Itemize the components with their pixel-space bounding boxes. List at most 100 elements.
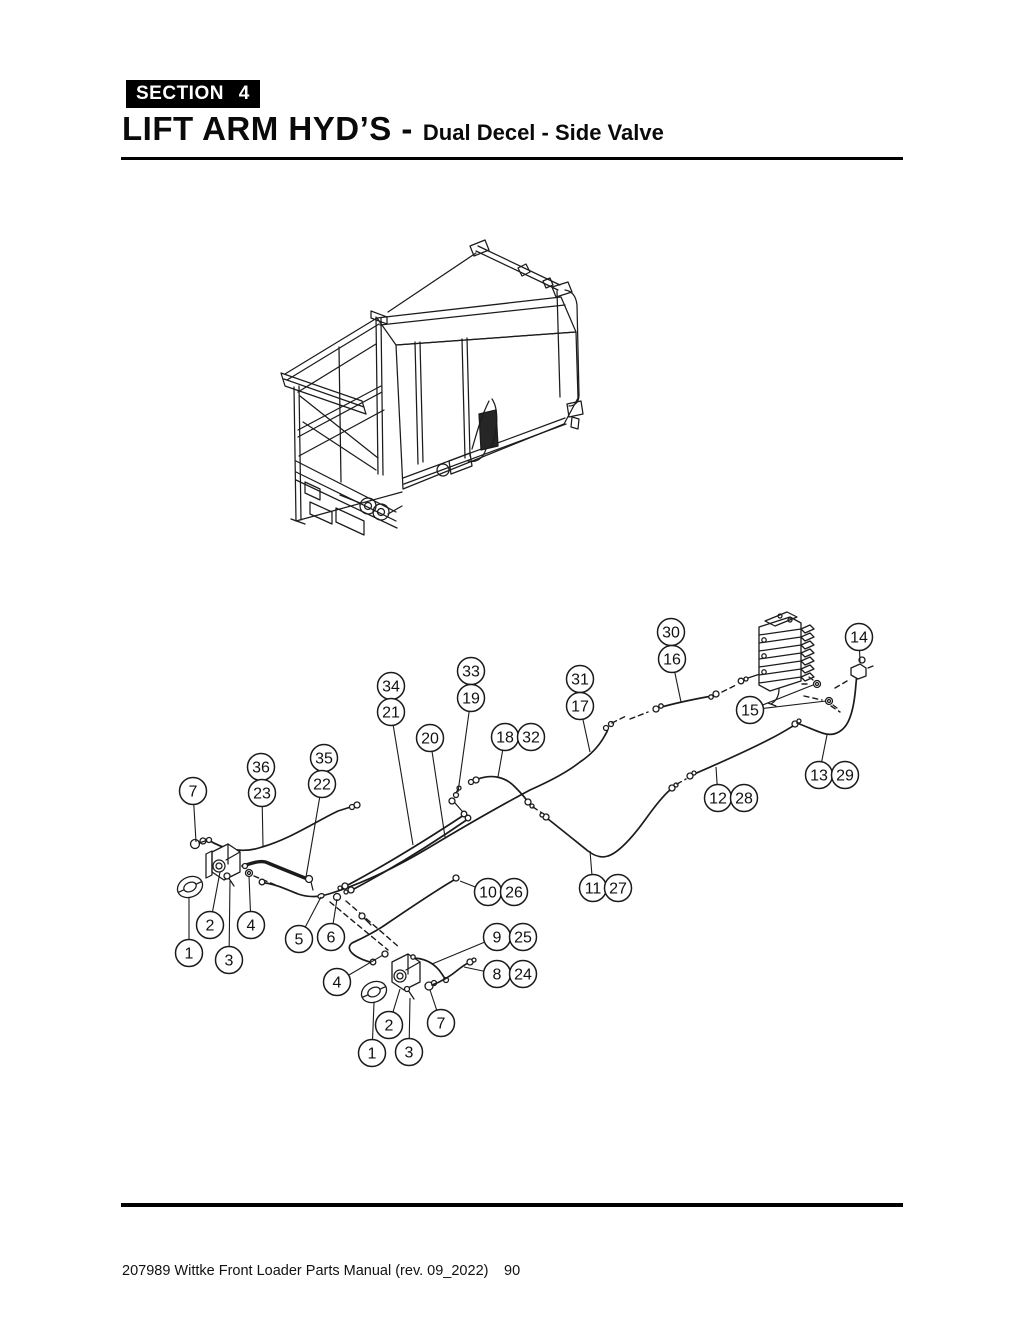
stud-4-left <box>244 868 254 878</box>
callout-6: 6 <box>316 922 346 952</box>
callout-16: 16 <box>657 644 687 674</box>
callout-32: 32 <box>516 722 546 752</box>
callout-bubble <box>657 644 687 674</box>
callout-number: 25 <box>514 930 532 947</box>
tube-13-29 <box>796 675 858 736</box>
callout-number: 14 <box>850 630 868 647</box>
page-number: 90 <box>504 1263 521 1279</box>
tube-10-26 <box>348 879 455 963</box>
callout-5: 5 <box>284 924 314 954</box>
callout-number: 8 <box>493 967 502 984</box>
callout-34: 34 <box>376 671 406 701</box>
callout-bubble <box>603 873 633 903</box>
callout-number: 12 <box>709 791 727 808</box>
callout-3: 3 <box>394 1037 424 1067</box>
callout-28: 28 <box>729 783 759 813</box>
callout-15: 15 <box>735 695 765 725</box>
header-rule <box>121 157 903 160</box>
callout-26: 26 <box>499 877 529 907</box>
callout-21-leader <box>390 711 414 846</box>
hose-9-25 <box>411 957 446 980</box>
callout-bubble <box>508 959 538 989</box>
callout-number: 1 <box>368 1046 377 1063</box>
callout-number: 22 <box>313 777 331 794</box>
tubes-20-21 <box>337 810 472 895</box>
callout-number: 31 <box>571 672 589 689</box>
footer-text: 207989 Wittke Front Loader Parts Manual … <box>122 1263 489 1279</box>
callout-bubble <box>499 877 529 907</box>
callout-number: 26 <box>505 885 523 902</box>
callout-12: 12 <box>703 783 733 813</box>
callout-24: 24 <box>508 959 538 989</box>
callout-17: 17 <box>565 691 595 721</box>
callout-bubble <box>284 924 314 954</box>
callout-number: 13 <box>810 768 828 785</box>
callout-number: 4 <box>247 918 256 935</box>
callout-bubble <box>357 1038 387 1068</box>
callout-23: 23 <box>247 778 277 808</box>
callout-number: 4 <box>333 975 342 992</box>
callout-4: 4 <box>236 910 266 940</box>
callout-bubble <box>307 769 337 799</box>
callout-bubble <box>214 945 244 975</box>
callout-1: 1 <box>174 938 204 968</box>
elbow-19 <box>448 785 463 812</box>
callout-22: 22 <box>307 769 337 799</box>
stud-4-bottom <box>381 950 389 958</box>
callout-bubble <box>374 1010 404 1040</box>
side-valve-housing <box>478 409 499 451</box>
callout-number: 7 <box>189 784 198 801</box>
callout-number: 1 <box>185 946 194 963</box>
ferrule-5 <box>317 893 325 899</box>
callout-bubble <box>830 760 860 790</box>
callout-number: 17 <box>571 699 589 716</box>
bolt-3-bottom <box>407 989 415 1000</box>
callout-19-leader <box>457 697 472 793</box>
callout-36: 36 <box>246 752 276 782</box>
callout-number: 2 <box>206 918 215 935</box>
fittings-15 <box>801 676 848 713</box>
hose-23 <box>206 804 358 852</box>
manifold-block-left <box>205 843 241 881</box>
callout-7: 7 <box>426 1008 456 1038</box>
callout-number: 3 <box>405 1045 414 1062</box>
callout-number: 27 <box>609 881 627 898</box>
callout-7: 7 <box>178 776 208 806</box>
callout-number: 11 <box>585 881 602 898</box>
callout-number: 6 <box>327 930 336 947</box>
callout-number: 3 <box>225 953 234 970</box>
callout-number: 19 <box>462 691 480 708</box>
callout-number: 23 <box>253 786 271 803</box>
callout-27: 27 <box>603 873 633 903</box>
callout-bubble <box>426 1008 456 1038</box>
callout-9: 9 <box>482 922 512 952</box>
callout-number: 2 <box>385 1018 394 1035</box>
callout-11: 11 <box>578 873 608 903</box>
callout-13: 13 <box>804 760 834 790</box>
callout-20-leader <box>429 737 446 838</box>
tube-11-27 <box>547 789 671 858</box>
callout-10: 10 <box>473 877 503 907</box>
callout-bubble <box>195 910 225 940</box>
callout-bubble <box>316 922 346 952</box>
callout-33: 33 <box>456 656 486 686</box>
callout-number: 29 <box>836 768 854 785</box>
callout-14: 14 <box>844 622 874 652</box>
callout-number: 32 <box>522 730 540 747</box>
page-title: LIFT ARM HYD’S - Dual Decel - Side Valve <box>122 110 664 148</box>
callout-number: 34 <box>382 679 400 696</box>
callout-number: 18 <box>496 730 514 747</box>
footer-rule <box>121 1203 903 1207</box>
elbow-fitting-14 <box>850 656 874 680</box>
callout-25: 25 <box>508 922 538 952</box>
elbow-fitting-7-left <box>189 837 209 850</box>
callout-number: 24 <box>514 967 532 984</box>
callout-4: 4 <box>322 967 352 997</box>
callout-2: 2 <box>195 910 225 940</box>
callout-number: 16 <box>663 652 681 669</box>
section-badge: SECTION 4 <box>126 80 260 108</box>
title-subtitle: Dual Decel - Side Valve <box>422 120 664 145</box>
callout-35: 35 <box>309 743 339 773</box>
hose-16-30 <box>657 695 713 709</box>
manifold-block-bottom <box>391 953 421 991</box>
